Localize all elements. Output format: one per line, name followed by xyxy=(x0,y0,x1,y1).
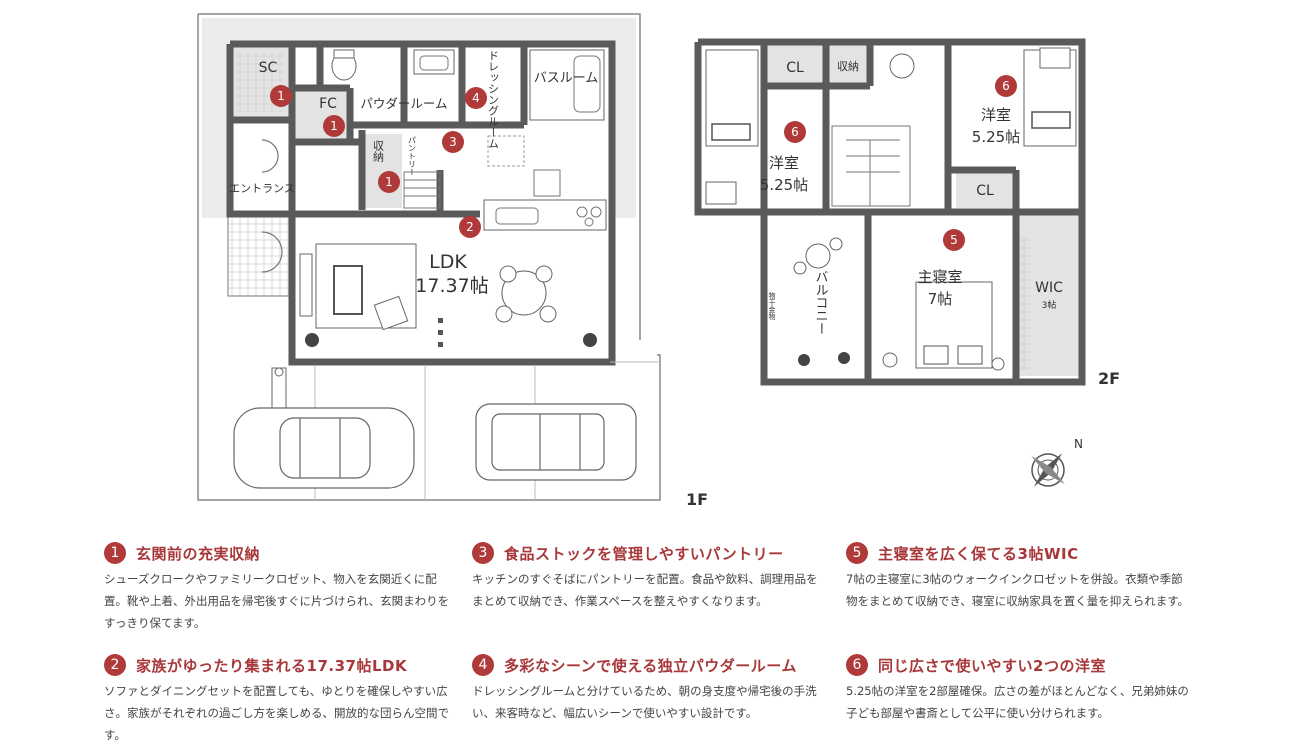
marker-5: 5 xyxy=(943,229,965,251)
feature-6: 6 同じ広さで使いやすい2つの洋室 5.25帖の洋室を2部屋確保。広さの差がほとん… xyxy=(846,652,1226,724)
ldk-size-label: 17.37帖 xyxy=(415,275,488,297)
compass-n-label: N xyxy=(1074,437,1083,451)
marker-2: 2 xyxy=(459,216,481,238)
floor2-level-label: 2F xyxy=(1098,369,1120,388)
feature-3-body: キッチンのすぐそばにパントリーを配置。食品や飲料、調理用品をまとめて収納でき、作… xyxy=(472,572,818,608)
western-right-label: 洋室 xyxy=(981,106,1011,124)
wic-label: WIC xyxy=(1035,280,1063,296)
feature-5-title: 主寝室を広く保てる3帖WIC xyxy=(878,544,1079,563)
feature-3-title: 食品ストックを管理しやすいパントリー xyxy=(504,544,784,563)
feature-2-body: ソファとダイニングセットを配置しても、ゆとりを確保しやすい広さ。家族がそれぞれの… xyxy=(104,684,449,742)
storage-room-2f xyxy=(826,44,870,86)
feature-2-title: 家族がゆったり集まれる17.37帖LDK xyxy=(136,656,408,675)
feature-3-badge: 3 xyxy=(472,542,494,564)
svg-text:3: 3 xyxy=(449,135,457,149)
marker-1-sc: 1 xyxy=(270,85,292,107)
svg-text:1: 1 xyxy=(330,119,338,133)
marker-1-storage: 1 xyxy=(378,171,400,193)
entrance-steps xyxy=(227,215,293,297)
feature-5-badge: 5 xyxy=(846,542,868,564)
sc-label: SC xyxy=(259,60,278,76)
feature-6-body: 5.25帖の洋室を2部屋確保。広さの差がほとんどなく、兄弟姉妹の子ども部屋や書斎… xyxy=(846,684,1189,720)
master-size: 7帖 xyxy=(928,290,953,308)
western-left-label: 洋室 xyxy=(769,154,799,172)
storage-1f-label: 収納 xyxy=(372,140,385,163)
svg-text:2: 2 xyxy=(466,220,474,234)
marker-6-right: 6 xyxy=(995,75,1017,97)
feature-1-title: 玄関前の充実収納 xyxy=(136,544,261,563)
car-right xyxy=(475,403,637,481)
feature-2-badge: 2 xyxy=(104,654,126,676)
feature-6-badge: 6 xyxy=(846,654,868,676)
feature-2: 2 家族がゆったり集まれる17.37帖LDK ソファとダイニングセットを配置しても… xyxy=(104,652,484,746)
floor-plan: SC FC パウダールーム ドレッシングルーム バスルーム 収納 パントリー エ… xyxy=(197,13,1120,509)
western-left-size: 5.25帖 xyxy=(760,176,808,194)
marker-6-left: 6 xyxy=(784,121,806,143)
marker-4: 4 xyxy=(465,87,487,109)
compass-icon: N xyxy=(1031,437,1083,487)
feature-1-badge: 1 xyxy=(104,542,126,564)
svg-text:1: 1 xyxy=(277,89,285,103)
cl-left-label: CL xyxy=(786,60,804,76)
feature-4-badge: 4 xyxy=(472,654,494,676)
cl-left-room xyxy=(766,44,824,86)
feature-6-title: 同じ広さで使いやすい2つの洋室 xyxy=(878,656,1106,675)
feature-1-body: シューズクロークやファミリークロゼット、物入を玄関近くに配置。靴や上着、外出用品… xyxy=(104,572,450,630)
cl-right-label: CL xyxy=(976,183,994,199)
feature-4-body: ドレッシングルームと分けているため、朝の身支度や帰宅後の手洗い、来客時など、幅広… xyxy=(472,684,817,720)
feature-1: 1 玄関前の充実収納 シューズクロークやファミリークロゼット、物入を玄関近くに配置… xyxy=(104,540,484,634)
storage-room-1f xyxy=(364,134,402,208)
floor1-plan: SC FC パウダールーム ドレッシングルーム バスルーム 収納 パントリー エ… xyxy=(197,13,708,509)
dressing-label: ドレッシングルーム xyxy=(487,50,500,149)
feature-5: 5 主寝室を広く保てる3帖WIC 7帖の主寝室に3帖のウォークインクロゼットを併設… xyxy=(846,540,1226,612)
feature-4: 4 多彩なシーンで使える独立パウダールーム ドレッシングルームと分けているため、朝… xyxy=(472,652,852,724)
pantry-label: パントリー xyxy=(408,136,417,176)
feature-4-title: 多彩なシーンで使える独立パウダールーム xyxy=(504,656,797,675)
svg-text:5: 5 xyxy=(950,233,958,247)
powder-label: パウダールーム xyxy=(360,96,447,111)
marker-1-fc: 1 xyxy=(323,115,345,137)
wic-size: 3帖 xyxy=(1042,299,1057,311)
svg-text:6: 6 xyxy=(791,125,799,139)
bath-label: バスルーム xyxy=(534,71,599,86)
car-left xyxy=(233,407,415,489)
laundry-label: 物干金物 xyxy=(768,291,776,321)
western-right-size: 5.25帖 xyxy=(972,128,1020,146)
balcony-label: バルコニー xyxy=(813,270,829,335)
svg-text:6: 6 xyxy=(1002,79,1010,93)
feature-5-body: 7帖の主寝室に3帖のウォークインクロゼットを併設。衣類や季節物をまとめて収納でき… xyxy=(846,572,1190,608)
master-label: 主寝室 xyxy=(917,268,962,286)
storage-2f-label: 収納 xyxy=(837,60,859,73)
entrance-label: エントランス xyxy=(229,182,295,195)
marker-3: 3 xyxy=(442,131,464,153)
svg-text:1: 1 xyxy=(385,175,393,189)
floor2-plan: CL 収納 洋室 5.25帖 洋室 5.25帖 CL バルコニー 物干金物 主寝… xyxy=(694,38,1120,388)
ldk-label: LDK xyxy=(429,251,467,273)
dining-table xyxy=(501,270,547,316)
fc-label: FC xyxy=(319,96,337,112)
floor1-level-label: 1F xyxy=(686,490,708,509)
lot-boundary xyxy=(197,13,661,501)
feature-3: 3 食品ストックを管理しやすいパントリー キッチンのすぐそばにパントリーを配置。食… xyxy=(472,540,852,612)
cl-right-room xyxy=(956,172,1016,208)
svg-text:4: 4 xyxy=(472,91,480,105)
